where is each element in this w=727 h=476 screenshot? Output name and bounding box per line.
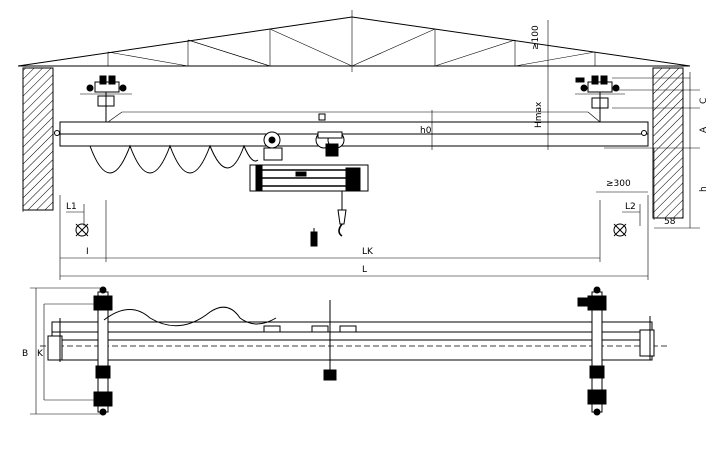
right-dimensions <box>431 20 700 229</box>
hoist-trolley <box>249 131 369 247</box>
right-wall <box>652 67 684 219</box>
girder-plan <box>40 316 670 362</box>
right-end-carriage <box>575 75 625 130</box>
label-h: h <box>699 186 709 192</box>
roof-truss <box>17 10 691 72</box>
label-58: 58 <box>664 217 676 227</box>
label-c: C <box>699 98 709 104</box>
left-wall <box>22 67 54 212</box>
label-l1: L1 <box>66 202 77 212</box>
label-h0: h0 <box>420 126 432 136</box>
main-girder <box>54 111 649 147</box>
label-l: L <box>362 265 367 275</box>
label-lk: LK <box>362 247 374 257</box>
right-end-truck-plan <box>577 286 607 416</box>
elevation-view: ≥100 Hmax h0 C A h ≥300 L1 L2 58 I LK L <box>17 10 709 280</box>
left-end-truck-plan <box>93 286 113 416</box>
label-a: A <box>699 126 709 133</box>
span-dimensions <box>59 195 649 280</box>
plan-view: B K <box>22 286 670 416</box>
label-side-clearance: ≥300 <box>606 179 631 189</box>
label-top-clearance: ≥100 <box>531 25 541 50</box>
left-end-carriage <box>80 75 132 130</box>
right-buffer-marker <box>613 223 627 237</box>
festoon-cable <box>89 144 259 174</box>
trolley-plan <box>263 300 357 381</box>
label-k: K <box>37 349 44 359</box>
label-hmax: Hmax <box>534 101 544 128</box>
label-b: B <box>22 349 28 359</box>
label-l2: L2 <box>625 202 636 212</box>
festoon-cable-plan <box>103 306 277 327</box>
left-buffer-marker <box>75 223 89 237</box>
label-i: I <box>86 247 89 257</box>
